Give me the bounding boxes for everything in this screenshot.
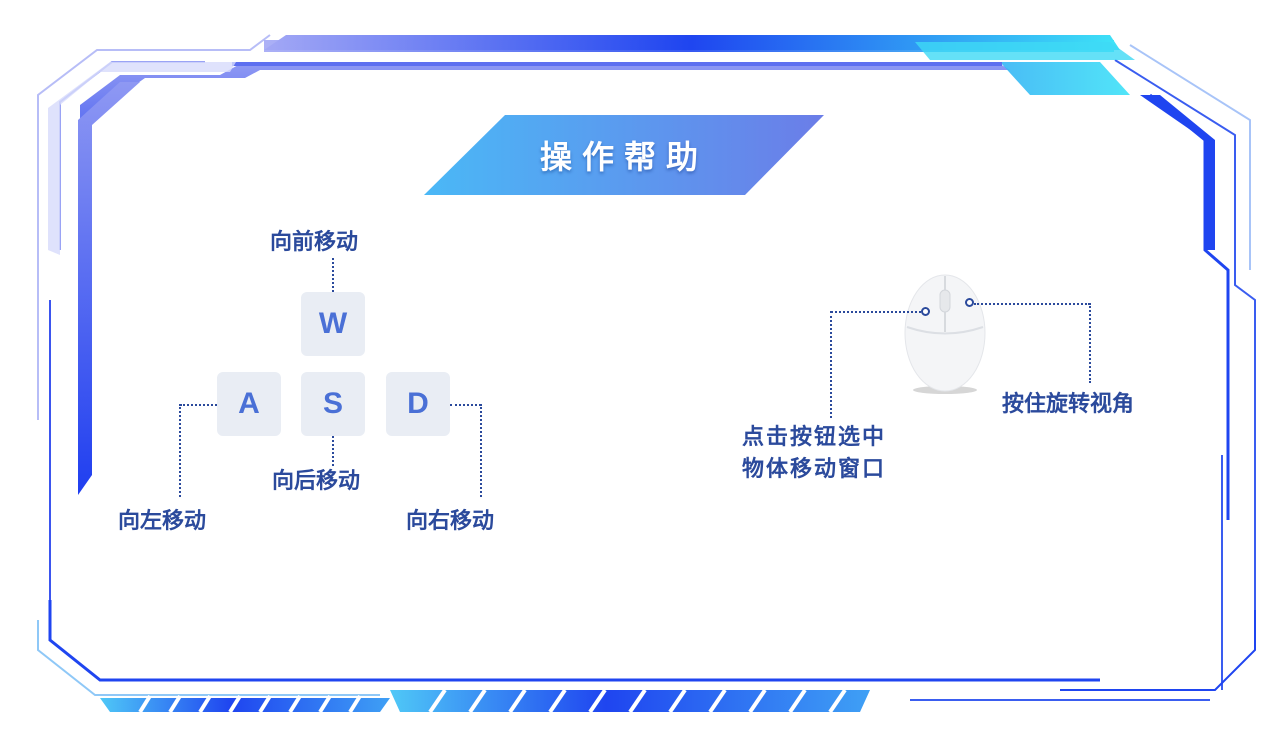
key-w[interactable]: W bbox=[301, 292, 365, 356]
select-label-line1: 点击按钮选中 bbox=[742, 425, 887, 450]
connector-line bbox=[450, 404, 481, 406]
key-d[interactable]: D bbox=[386, 372, 450, 436]
connector-line bbox=[974, 303, 1090, 305]
connector-line bbox=[831, 311, 921, 313]
connector-line bbox=[332, 436, 334, 466]
connector-line bbox=[332, 258, 334, 292]
connector-line bbox=[480, 404, 482, 497]
left-button-marker bbox=[921, 307, 930, 316]
title-banner bbox=[424, 115, 824, 195]
mouse-icon bbox=[904, 274, 986, 394]
left-label: 向左移动 bbox=[118, 509, 207, 534]
connector-line bbox=[1089, 303, 1091, 383]
connector-line bbox=[180, 404, 217, 406]
page-title: 操作帮助 bbox=[539, 138, 708, 176]
right-button-marker bbox=[965, 298, 974, 307]
forward-label: 向前移动 bbox=[270, 230, 359, 255]
key-a[interactable]: A bbox=[217, 372, 281, 436]
connector-line bbox=[179, 404, 181, 497]
rotate-view-label: 按住旋转视角 bbox=[1002, 392, 1135, 417]
key-s[interactable]: S bbox=[301, 372, 365, 436]
select-label-line2: 物体移动窗口 bbox=[742, 457, 887, 482]
connector-line bbox=[830, 311, 832, 418]
backward-label: 向后移动 bbox=[272, 469, 361, 494]
right-label: 向右移动 bbox=[406, 509, 495, 534]
